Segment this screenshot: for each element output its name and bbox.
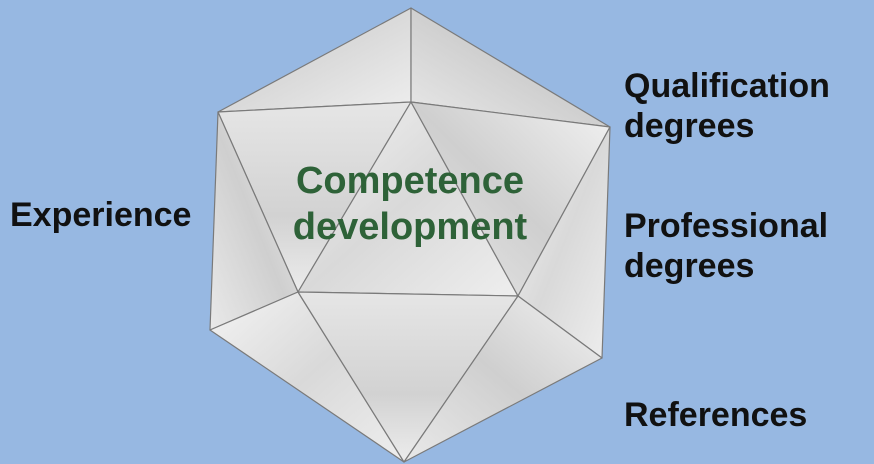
label-references: References — [624, 396, 808, 434]
label-professional-line1: Professional — [624, 207, 829, 245]
label-professional-degrees: Professional degrees — [624, 206, 828, 286]
label-experience: Experience — [10, 196, 192, 234]
label-qualification-degrees: Qualification degrees — [624, 66, 830, 146]
label-qualification-line1: Qualification — [624, 67, 830, 105]
label-professional-line2: degrees — [624, 247, 755, 285]
face-lower-right — [403, 295, 603, 463]
center-title-line1: Competence — [295, 160, 525, 202]
center-title-line2: development — [292, 206, 528, 248]
label-qualification-line2: degrees — [624, 107, 755, 145]
center-title: Competence development — [240, 158, 580, 250]
